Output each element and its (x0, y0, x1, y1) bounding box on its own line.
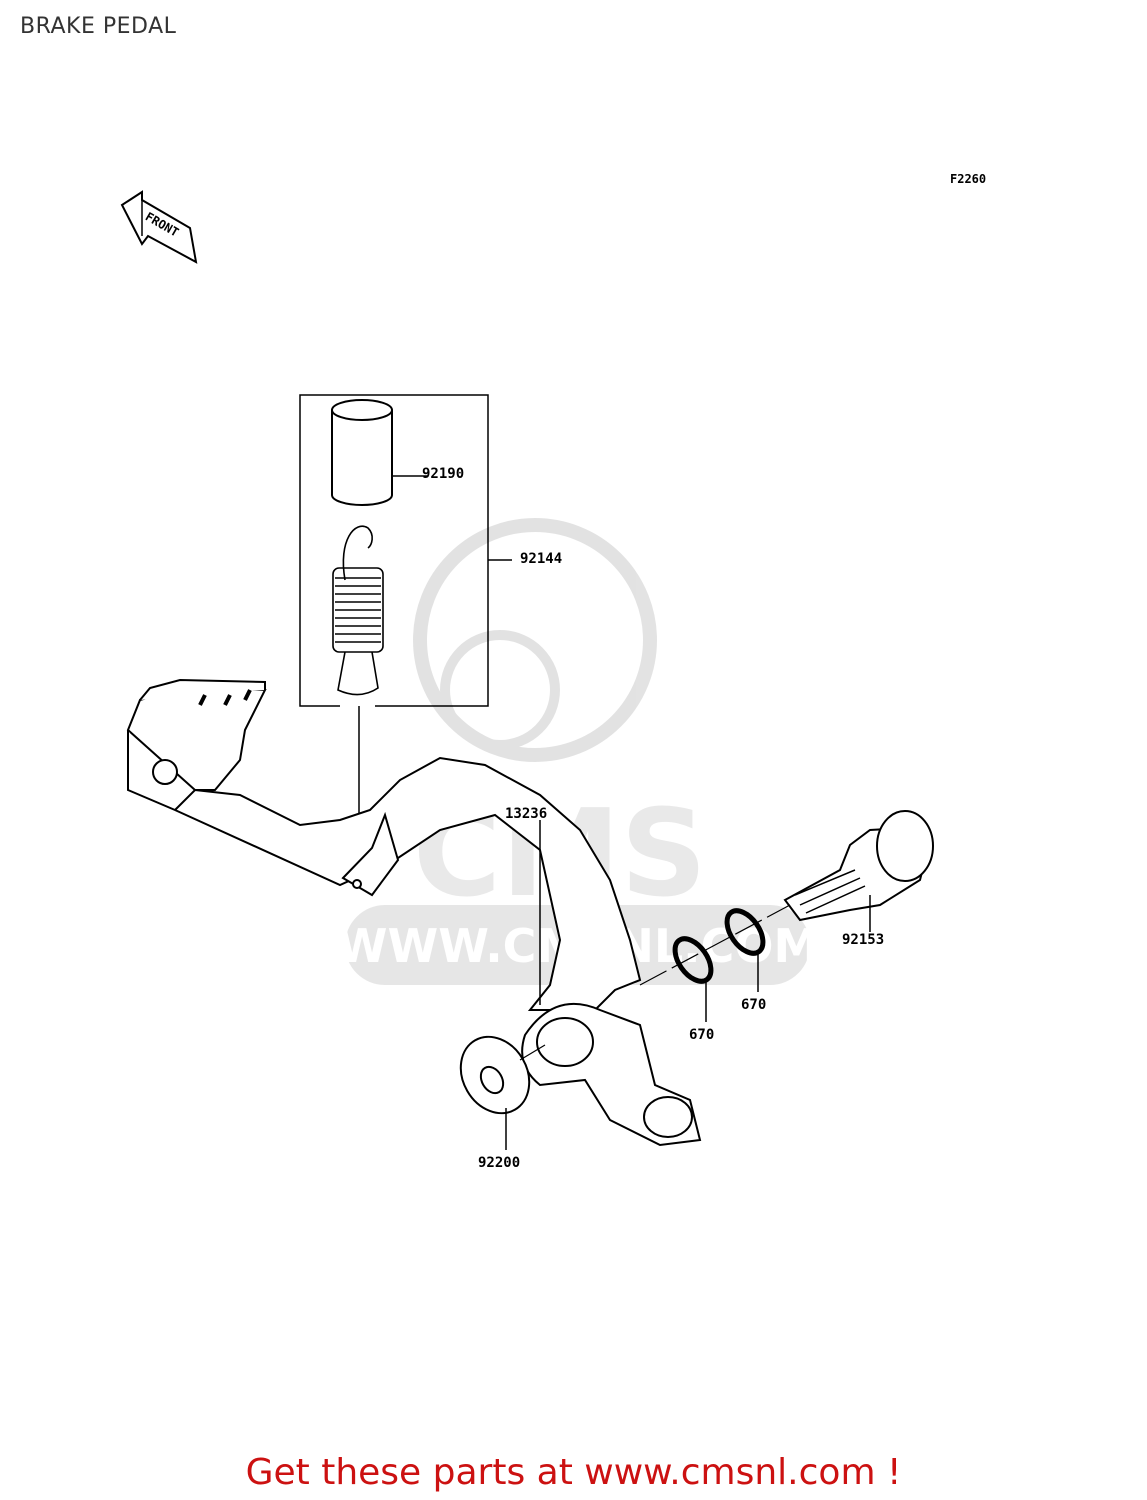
part-label-92144: 92144 (520, 551, 563, 567)
part-label-13236: 13236 (505, 806, 548, 822)
page-title: BRAKE PEDAL (20, 14, 177, 39)
brake-pedal-13236 (126, 678, 702, 1147)
o-ring-670-a (672, 936, 714, 1022)
part-label-670-left: 670 (689, 1027, 715, 1043)
o-ring-670-b (724, 908, 766, 992)
diagram-code: F2260 (950, 172, 987, 186)
pivot-bolt-92153 (639, 810, 934, 986)
part-label-92200: 92200 (478, 1155, 521, 1171)
part-label-92190: 92190 (422, 466, 465, 482)
washer-92200 (459, 1035, 546, 1150)
part-label-92153: 92153 (842, 932, 885, 948)
footer-parts-link[interactable]: Get these parts at www.cmsnl.com ! (245, 1452, 902, 1493)
spring-92144 (332, 525, 512, 696)
part-label-670-right: 670 (741, 997, 767, 1013)
front-arrow-icon: FRONT (120, 190, 198, 264)
collar-92190 (331, 399, 428, 506)
